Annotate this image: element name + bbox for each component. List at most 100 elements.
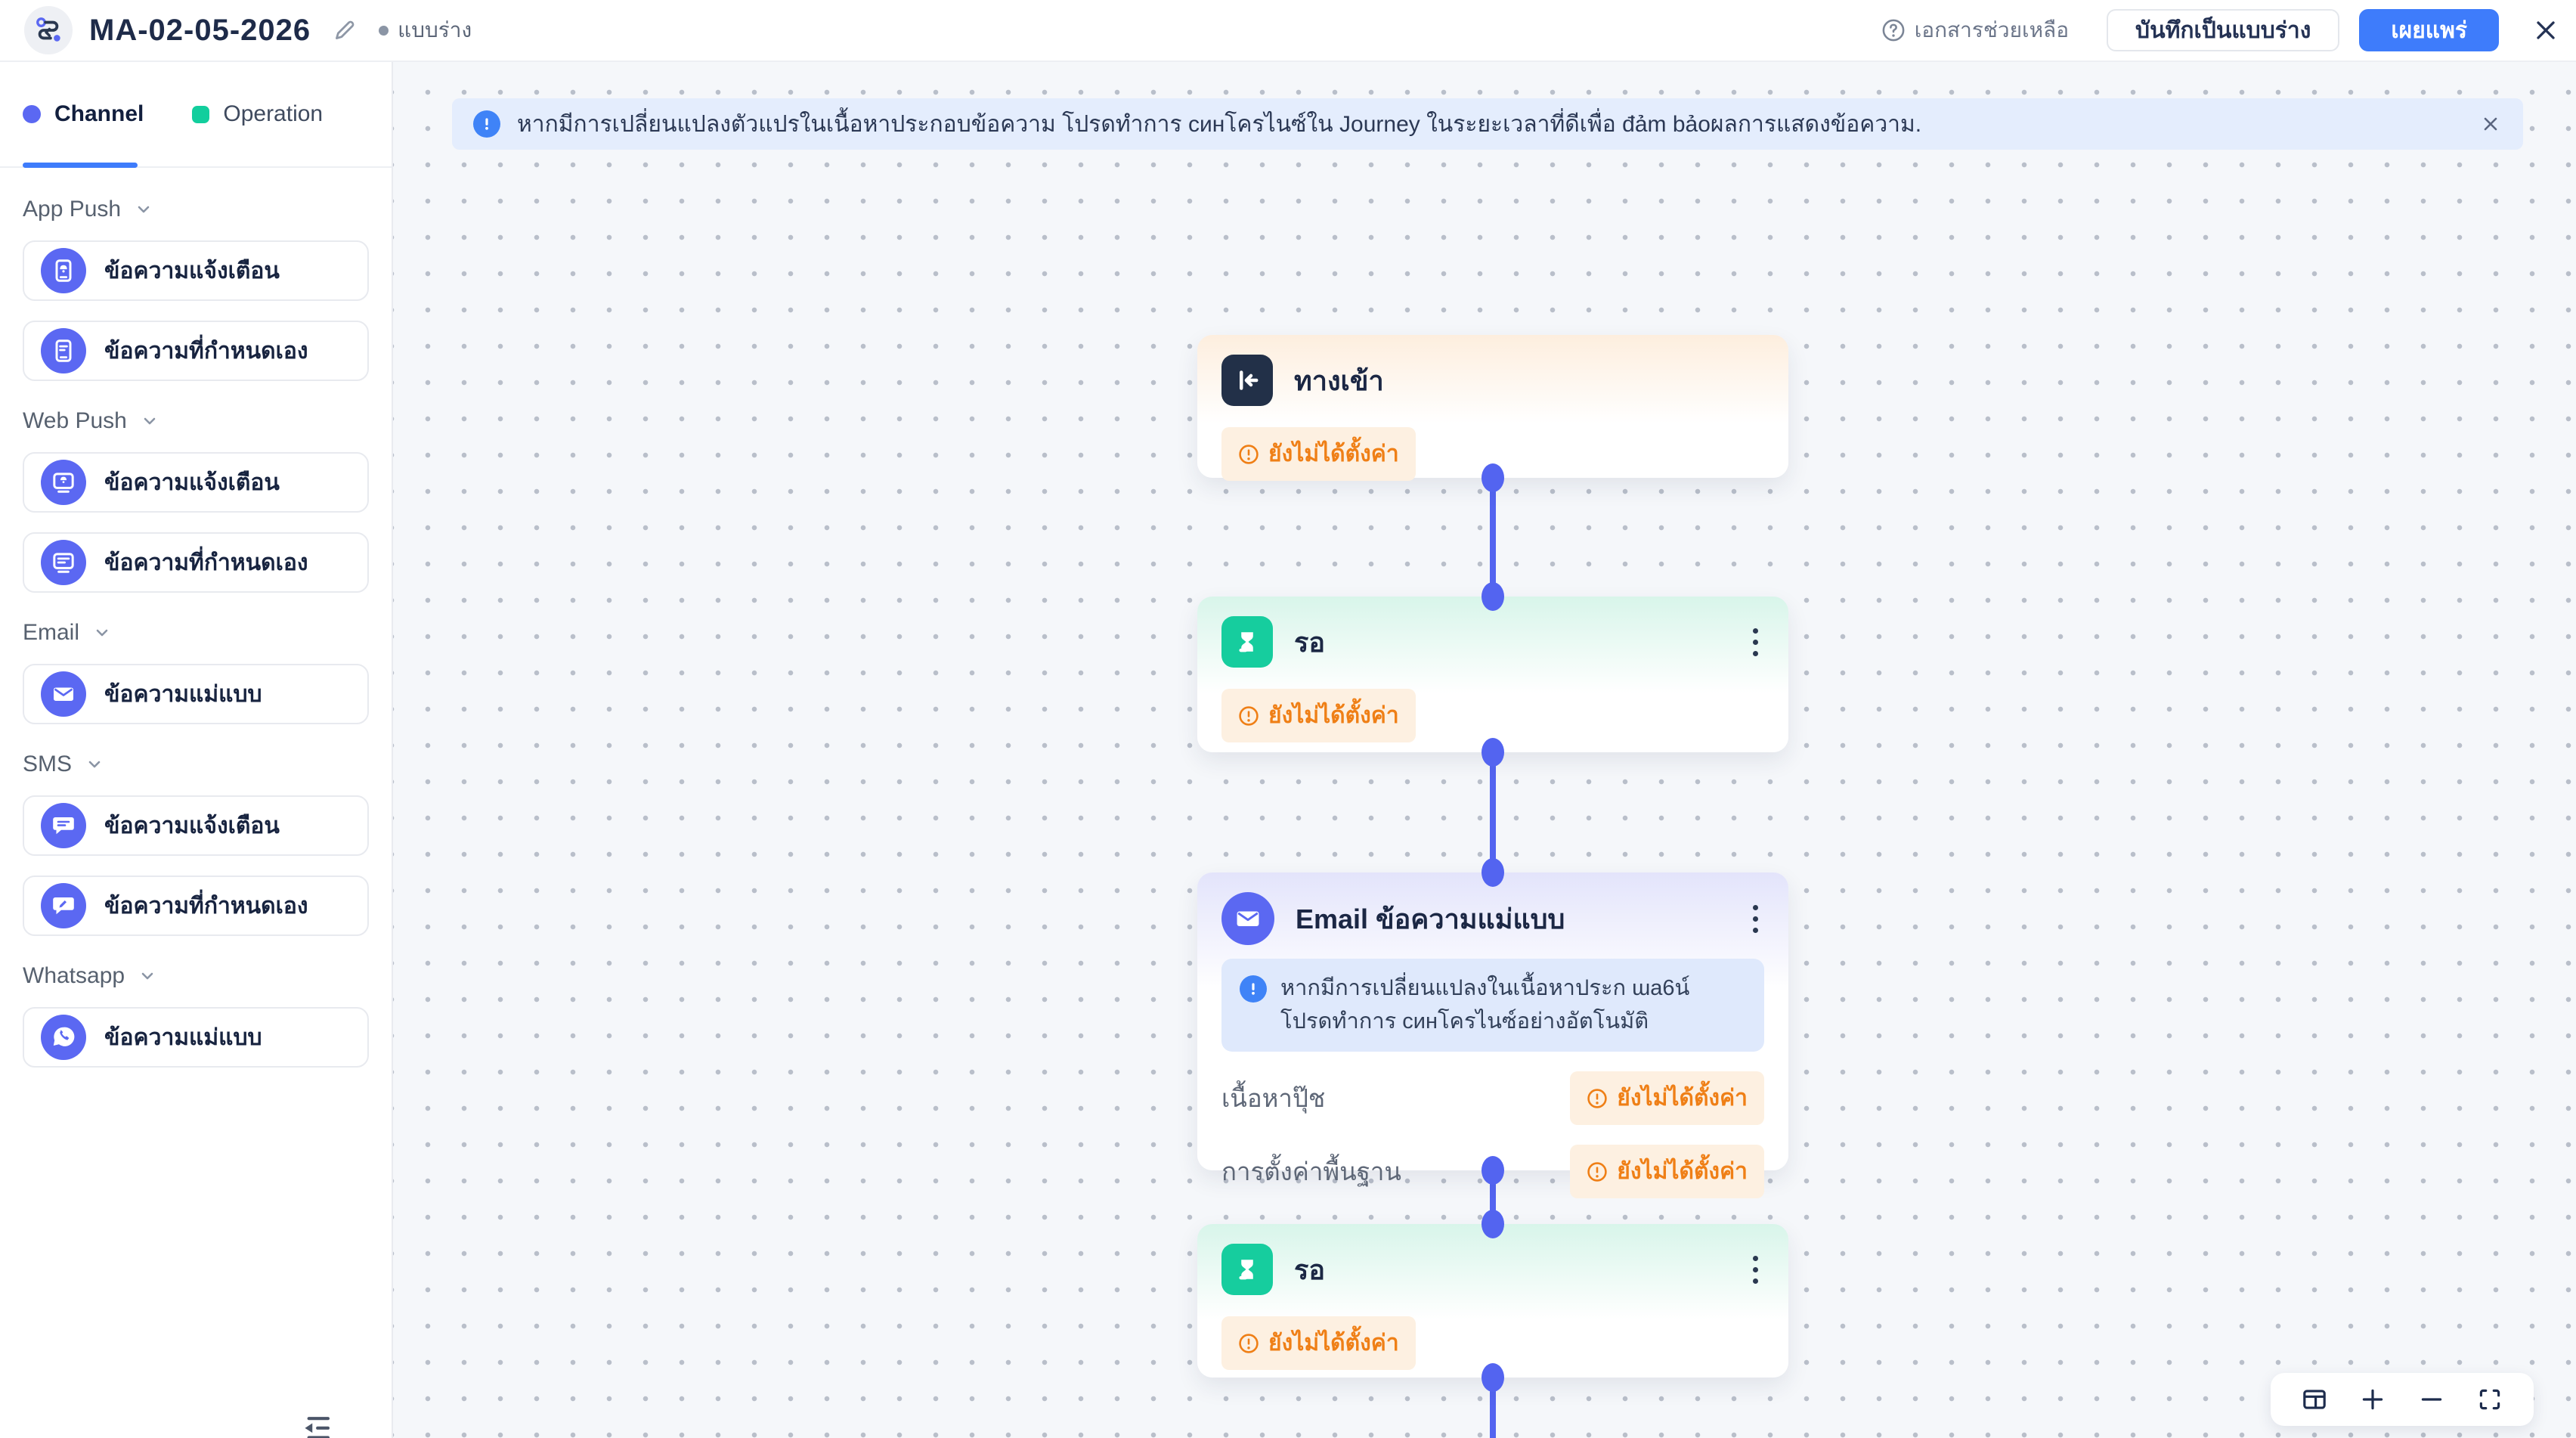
zoom-out-icon <box>2421 1398 2441 1401</box>
palette-item-sms-custom[interactable]: ข้อความที่กำหนดเอง <box>23 876 369 936</box>
chevron-down-icon <box>96 629 108 637</box>
connector-dot[interactable] <box>1482 738 1504 767</box>
not-configured-badge: ยังไม่ได้ตั้งค่า <box>1570 1071 1764 1125</box>
journey-flow-icon <box>24 6 73 54</box>
palette-item-webpush-custom[interactable]: ข้อความที่กำหนดเอง <box>23 532 369 593</box>
top-bar: MA-02-05-2026 แบบร่าง เอกสารช่วยเหลือ บั… <box>0 0 2576 62</box>
status-dot-icon <box>379 25 389 36</box>
page-title: MA-02-05-2026 <box>89 13 311 47</box>
node-sync-info-text: หากมีการเปลี่ยนแปลงในเนื้อหาประก ɯa6น์ โ… <box>1280 976 1690 1034</box>
node-config-row[interactable]: เนื้อหาปุ๊ช ยังไม่ได้ตั้งค่า <box>1197 1052 1788 1125</box>
fullscreen-icon <box>2479 1389 2500 1410</box>
operation-dot-icon <box>192 105 210 123</box>
tab-operation[interactable]: Operation <box>192 101 323 127</box>
node-warning-row: ยังไม่ได้ตั้งค่า <box>1221 427 1788 481</box>
close-editor-button[interactable] <box>2531 15 2561 45</box>
connector-dot[interactable] <box>1482 582 1504 611</box>
section-label: Web Push <box>23 408 127 433</box>
node-wait-1[interactable]: รอ ยังไม่ได้ตั้งค่า <box>1197 597 1788 752</box>
help-docs-link[interactable]: เอกสารช่วยเหลือ <box>1881 14 2069 47</box>
header-actions: เอกสารช่วยเหลือ บันทึกเป็นแบบร่าง เผยแพร… <box>1881 9 2561 51</box>
fullscreen-button[interactable] <box>2475 1385 2504 1414</box>
config-row-label: เนื้อหาปุ๊ช <box>1221 1084 1326 1112</box>
not-configured-label: ยังไม่ได้ตั้งค่า <box>1617 1159 1748 1184</box>
chevron-down-icon <box>138 206 150 213</box>
banner-close-button[interactable] <box>2479 113 2502 135</box>
node-title: รอ <box>1294 1254 1325 1285</box>
monitor-text-icon <box>41 540 86 585</box>
monitor-bell-icon <box>41 460 86 505</box>
phone-text-icon <box>41 328 86 373</box>
hourglass-icon <box>1221 1244 1273 1295</box>
chat-lines-icon <box>41 803 86 848</box>
layout-fit-button[interactable] <box>2300 1385 2329 1414</box>
flow-canvas[interactable]: หากมีการเปลี่ยนแปลงตัวแปรในเนื้อหาประกอบ… <box>393 62 2576 1438</box>
connector-dot[interactable] <box>1482 1363 1504 1392</box>
node-email-template[interactable]: Email ข้อความแม่แบบ หากมีการเปลี่ยนแปลงใ… <box>1197 872 1788 1198</box>
connector-dot[interactable] <box>1482 1210 1504 1238</box>
not-configured-badge: ยังไม่ได้ตั้งค่า <box>1221 689 1416 742</box>
node-menu-button[interactable] <box>1745 622 1766 662</box>
connector-dot[interactable] <box>1482 858 1504 887</box>
not-configured-badge: ยังไม่ได้ตั้งค่า <box>1221 427 1416 481</box>
node-warning-row: ยังไม่ได้ตั้งค่า <box>1221 1316 1788 1370</box>
section-label: SMS <box>23 752 73 776</box>
palette-item-label: ข้อความแม่แบบ <box>104 681 262 707</box>
palette-item-label: ข้อความแจ้งเตือน <box>104 258 280 284</box>
node-title: รอ <box>1294 626 1325 658</box>
edit-title-button[interactable] <box>330 16 359 45</box>
palette-list: App Push ข้อความแจ้งเตือน <box>0 168 392 1068</box>
not-configured-label: ยังไม่ได้ตั้งค่า <box>1268 442 1399 466</box>
zoom-out-button[interactable] <box>2417 1385 2446 1414</box>
save-draft-button[interactable]: บันทึกเป็นแบบร่าง <box>2107 9 2340 51</box>
section-web-push[interactable]: Web Push <box>23 408 369 434</box>
tab-channel-label: Channel <box>54 101 144 126</box>
section-app-push[interactable]: App Push <box>23 197 369 222</box>
palette-item-webpush-notify[interactable]: ข้อความแจ้งเตือน <box>23 452 369 513</box>
palette-item-label: ข้อความที่กำหนดเอง <box>104 550 308 575</box>
palette-item-apppush-notify[interactable]: ข้อความแจ้งเตือน <box>23 240 369 301</box>
section-label: Whatsapp <box>23 963 125 988</box>
node-config-row[interactable]: การตั้งค่าพื้นฐาน ยังไม่ได้ตั้งค่า <box>1197 1125 1788 1198</box>
active-tab-indicator <box>23 163 138 168</box>
section-label: App Push <box>23 197 122 222</box>
palette-item-apppush-custom[interactable]: ข้อความที่กำหนดเอง <box>23 321 369 381</box>
sync-warning-banner: หากมีการเปลี่ยนแปลงตัวแปรในเนื้อหาประกอบ… <box>452 98 2523 150</box>
status-badge: แบบร่าง <box>379 14 472 47</box>
zoom-in-button[interactable] <box>2358 1385 2387 1414</box>
node-wait-2[interactable]: รอ ยังไม่ได้ตั้งค่า <box>1197 1224 1788 1378</box>
entry-icon <box>1221 355 1273 406</box>
chevron-down-icon <box>144 417 156 425</box>
node-header: รอ <box>1197 1224 1788 1301</box>
config-row-label: การตั้งค่าพื้นฐาน <box>1221 1158 1401 1185</box>
collapse-sidebar-icon <box>305 1417 330 1438</box>
palette-item-whatsapp-template[interactable]: ข้อความแม่แบบ <box>23 1007 369 1068</box>
node-menu-button[interactable] <box>1745 1250 1766 1290</box>
channel-dot-icon <box>23 105 41 123</box>
section-sms[interactable]: SMS <box>23 752 369 777</box>
not-configured-label: ยังไม่ได้ตั้งค่า <box>1268 703 1399 728</box>
palette-item-label: ข้อความที่กำหนดเอง <box>104 338 308 364</box>
alert-circle-icon <box>1239 705 1259 726</box>
node-header: รอ <box>1197 597 1788 674</box>
node-menu-button[interactable] <box>1745 899 1766 939</box>
palette-item-sms-notify[interactable]: ข้อความแจ้งเตือน <box>23 795 369 856</box>
node-header: Email ข้อความแม่แบบ <box>1197 872 1788 951</box>
section-email[interactable]: Email <box>23 620 369 646</box>
palette-item-label: ข้อความแจ้งเตือน <box>104 813 280 838</box>
alert-circle-icon <box>1239 1333 1259 1353</box>
palette-item-email-template[interactable]: ข้อความแม่แบบ <box>23 664 369 724</box>
section-label: Email <box>23 620 80 645</box>
publish-button[interactable]: เผยแพร่ <box>2359 9 2499 51</box>
tab-channel[interactable]: Channel <box>23 101 144 127</box>
node-title: Email ข้อความแม่แบบ <box>1296 903 1565 934</box>
node-sync-info: หากมีการเปลี่ยนแปลงในเนื้อหาประก ɯa6น์ โ… <box>1221 959 1764 1052</box>
connector-dot[interactable] <box>1482 1156 1504 1185</box>
collapse-sidebar-button[interactable] <box>299 1412 334 1438</box>
section-whatsapp[interactable]: Whatsapp <box>23 963 369 989</box>
not-configured-badge: ยังไม่ได้ตั้งค่า <box>1221 1316 1416 1370</box>
node-entry[interactable]: ทางเข้า ยังไม่ได้ตั้งค่า <box>1197 335 1788 481</box>
connector-dot[interactable] <box>1482 463 1504 492</box>
node-warning-row: ยังไม่ได้ตั้งค่า <box>1221 689 1788 742</box>
